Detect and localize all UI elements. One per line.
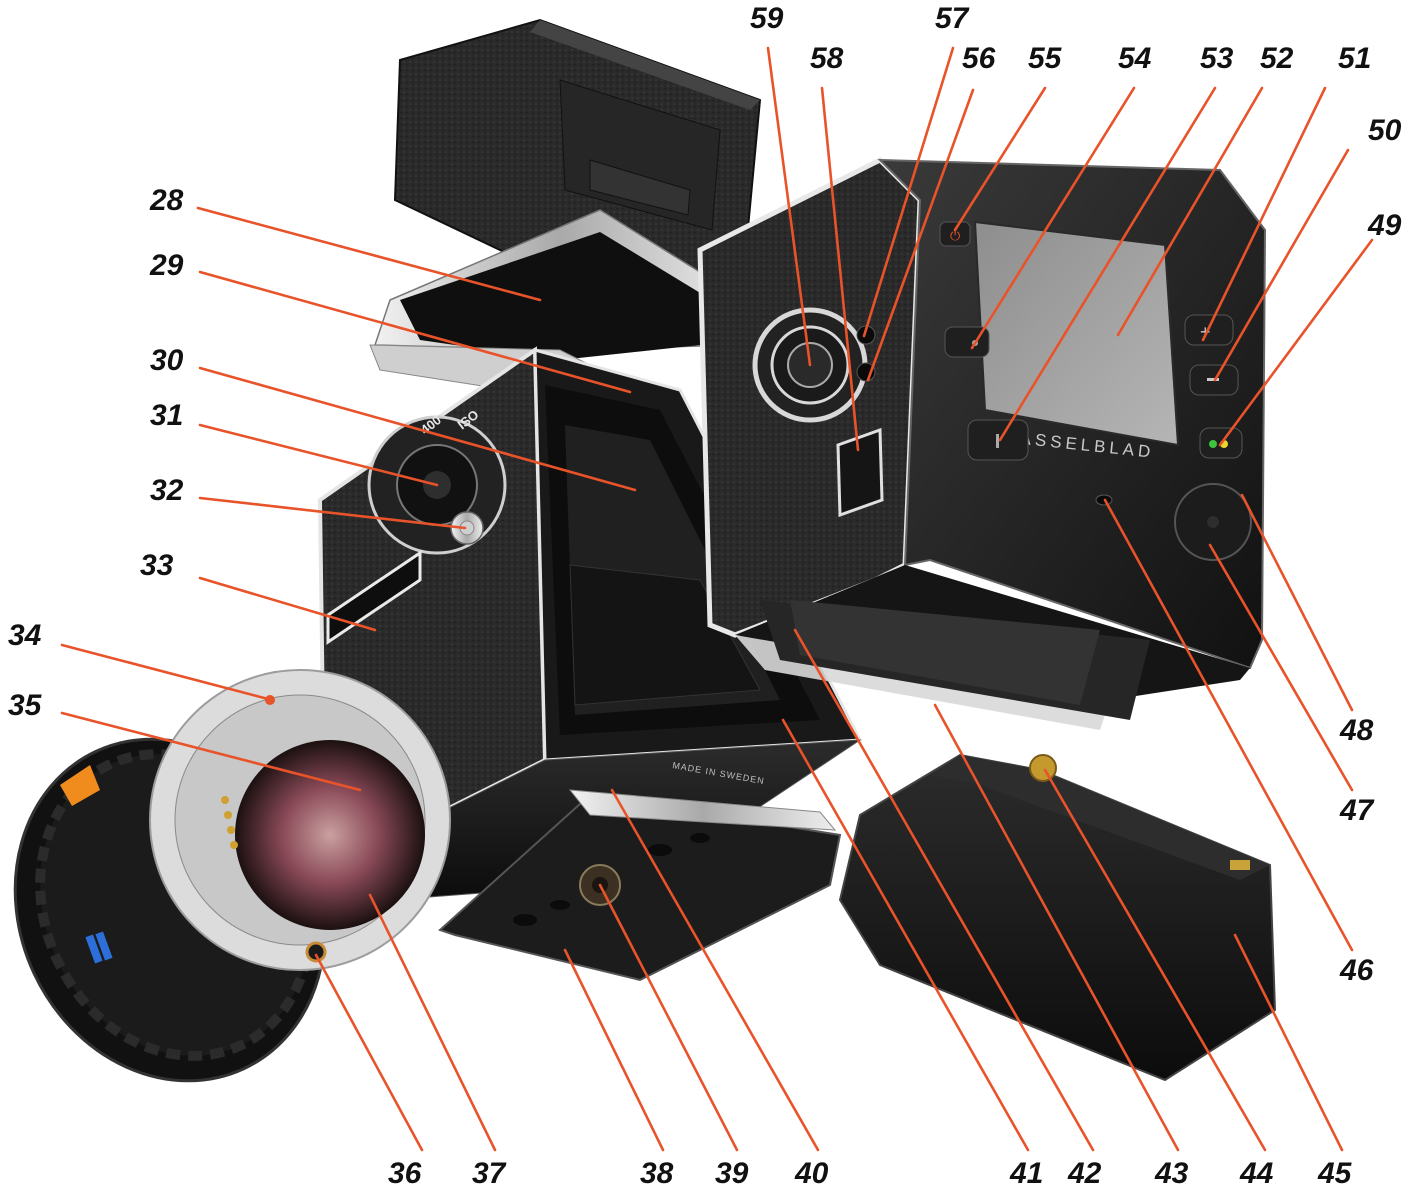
svg-text:⏻: ⏻ xyxy=(950,228,960,243)
leader-line-41 xyxy=(781,718,1030,1152)
callout-label-46: 46 xyxy=(1339,954,1374,987)
callout-label-59: 59 xyxy=(750,2,784,35)
callout-label-35: 35 xyxy=(8,689,43,722)
callout-label-43: 43 xyxy=(1154,1157,1189,1190)
navigation-wheel[interactable] xyxy=(1174,483,1252,561)
leader-line-35 xyxy=(60,711,362,792)
callout-label-52: 52 xyxy=(1260,42,1294,75)
leader-line-50 xyxy=(1213,148,1350,382)
flash-sync-sockets[interactable] xyxy=(856,325,876,382)
lens xyxy=(13,669,451,1083)
leader-line-36 xyxy=(314,953,424,1152)
callout-label-44: 44 xyxy=(1239,1157,1274,1190)
leader-line-49 xyxy=(1218,238,1374,447)
leader-line-56 xyxy=(866,88,975,382)
leader-line-37 xyxy=(368,893,497,1152)
leader-line-51 xyxy=(1201,86,1327,342)
leader-line-48 xyxy=(1240,493,1354,712)
leader-line-31 xyxy=(198,423,439,487)
leader-line-39 xyxy=(598,883,739,1152)
callout-label-33: 33 xyxy=(140,549,174,582)
leader-line-28 xyxy=(196,206,542,302)
callout-label-36: 36 xyxy=(388,1157,422,1190)
callout-label-38: 38 xyxy=(640,1157,674,1190)
callout-label-56: 56 xyxy=(962,42,996,75)
callout-label-34: 34 xyxy=(8,619,42,652)
leader-line-45 xyxy=(1233,933,1344,1152)
callout-label-50: 50 xyxy=(1368,114,1402,147)
leader-line-33 xyxy=(198,576,377,632)
callout-label-58: 58 xyxy=(810,42,844,75)
tripod-plate xyxy=(438,789,842,982)
callout-label-49: 49 xyxy=(1367,209,1402,242)
leader-line-42 xyxy=(793,628,1095,1152)
callout-label-29: 29 xyxy=(149,249,184,282)
callout-label-37: 37 xyxy=(472,1157,507,1190)
callout-label-53: 53 xyxy=(1200,42,1234,75)
svg-text:+: + xyxy=(1200,322,1211,342)
callout-labels: 28 29 30 31 32 33 34 35 36 37 38 39 40 41 42 43 44 45 46 47… xyxy=(8,2,1402,1190)
callout-label-47: 47 xyxy=(1339,794,1375,827)
leader-line-40 xyxy=(610,788,820,1152)
callout-label-57: 57 xyxy=(935,2,970,35)
info-button[interactable] xyxy=(967,419,1029,461)
callout-label-39: 39 xyxy=(715,1157,749,1190)
leader-line-59 xyxy=(766,46,812,367)
battery xyxy=(838,753,1277,1082)
leader-line-44 xyxy=(1043,768,1267,1152)
leader-line-29 xyxy=(198,270,632,394)
battery-latch-screw[interactable] xyxy=(1029,754,1057,782)
callout-label-45: 45 xyxy=(1317,1157,1353,1190)
leader-line-47 xyxy=(1208,543,1354,792)
leader-line-32 xyxy=(198,496,467,530)
callout-label-31: 31 xyxy=(150,399,183,432)
leader-line-57 xyxy=(862,46,955,338)
callout-label-55: 55 xyxy=(1028,42,1063,75)
callout-label-41: 41 xyxy=(1009,1157,1043,1190)
leader-lines xyxy=(60,46,1374,1152)
callout-label-28: 28 xyxy=(149,184,184,217)
leader-line-58 xyxy=(820,86,860,452)
callout-label-32: 32 xyxy=(150,474,184,507)
leader-line-34 xyxy=(60,643,274,702)
leader-line-55 xyxy=(953,86,1047,232)
callout-label-51: 51 xyxy=(1338,42,1371,75)
connector-cover[interactable] xyxy=(836,427,884,518)
power-button[interactable]: ⏻ xyxy=(939,221,971,247)
viewfinder-hood xyxy=(369,18,762,396)
callout-label-42: 42 xyxy=(1067,1157,1102,1190)
leader-line-43 xyxy=(933,703,1180,1152)
leader-line-52 xyxy=(1116,86,1264,337)
leader-line-38 xyxy=(563,948,665,1152)
callout-label-40: 40 xyxy=(794,1157,829,1190)
leader-line-53 xyxy=(998,86,1217,442)
leader-line-30 xyxy=(198,366,637,492)
leader-line-46 xyxy=(1103,498,1354,952)
callout-label-54: 54 xyxy=(1118,42,1152,75)
callout-label-30: 30 xyxy=(150,344,184,377)
callout-label-48: 48 xyxy=(1339,714,1374,747)
leader-line-54 xyxy=(970,86,1136,350)
nameplate-window xyxy=(326,550,422,645)
